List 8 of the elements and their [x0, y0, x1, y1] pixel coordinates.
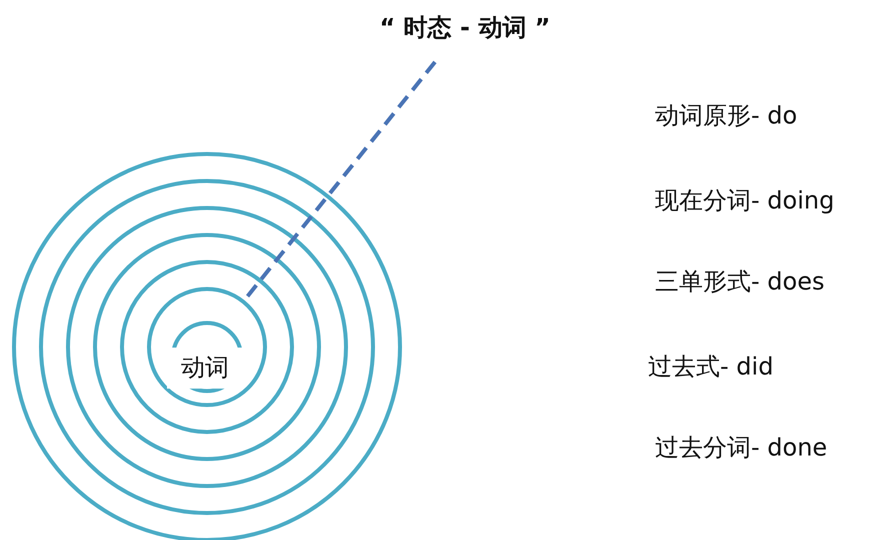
form-label: 三单形式- does: [655, 268, 824, 296]
form-label: 过去式- did: [648, 352, 774, 382]
form-label: 过去分词- done: [655, 434, 828, 462]
center-label: 动词: [167, 348, 243, 388]
ring-circle: [147, 287, 267, 407]
form-label: 动词原形- do: [655, 102, 798, 130]
title-text: “ 时态 - 动词 ”: [380, 14, 550, 42]
form-label: 现在分词- doing: [655, 186, 834, 216]
